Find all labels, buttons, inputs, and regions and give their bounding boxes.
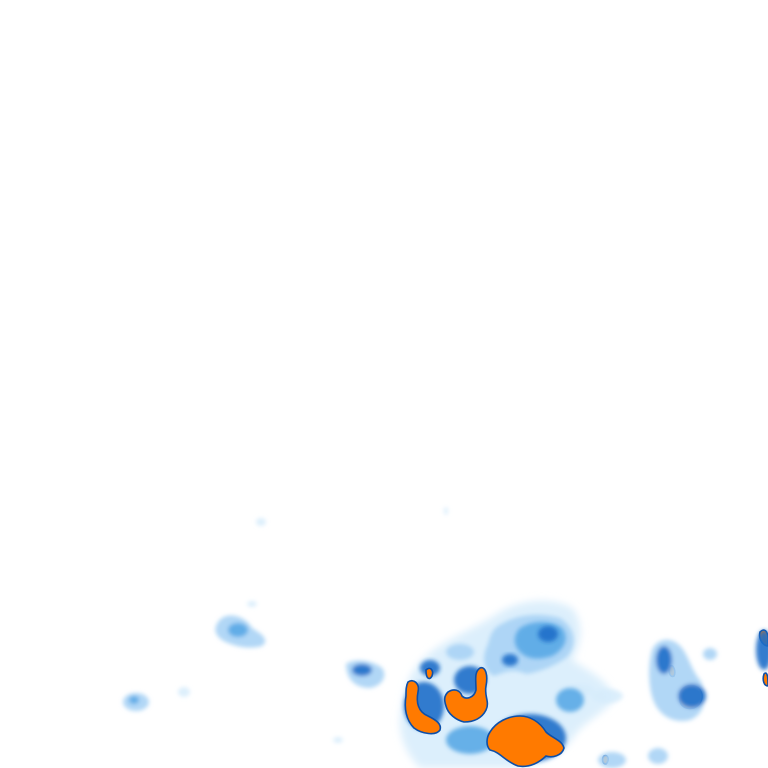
echo-blob	[444, 507, 448, 515]
echo-blob	[703, 648, 717, 660]
echo-blob	[598, 752, 626, 768]
echo-blob	[178, 687, 190, 697]
echo-blob	[228, 623, 248, 637]
echo-blob	[256, 518, 266, 526]
intense-core	[762, 672, 768, 687]
intense-core	[425, 667, 434, 680]
intense-core	[404, 679, 442, 735]
east-echo-cluster	[598, 630, 768, 768]
west-echo-cluster	[123, 615, 385, 711]
echo-blob	[756, 630, 768, 670]
echo-blob	[538, 626, 558, 642]
intense-core	[486, 715, 565, 768]
echo-blob	[352, 664, 372, 676]
echo-blob	[502, 654, 518, 666]
echo-blob	[556, 688, 584, 712]
echo-blob	[247, 601, 257, 607]
echo-blob	[446, 726, 494, 754]
echo-blob	[129, 696, 139, 704]
intense-core	[443, 666, 489, 723]
echo-blob	[446, 644, 474, 660]
echo-blob	[648, 748, 668, 764]
echo-blob	[333, 737, 343, 743]
echo-blob	[656, 646, 672, 674]
echo-blob	[678, 684, 706, 708]
